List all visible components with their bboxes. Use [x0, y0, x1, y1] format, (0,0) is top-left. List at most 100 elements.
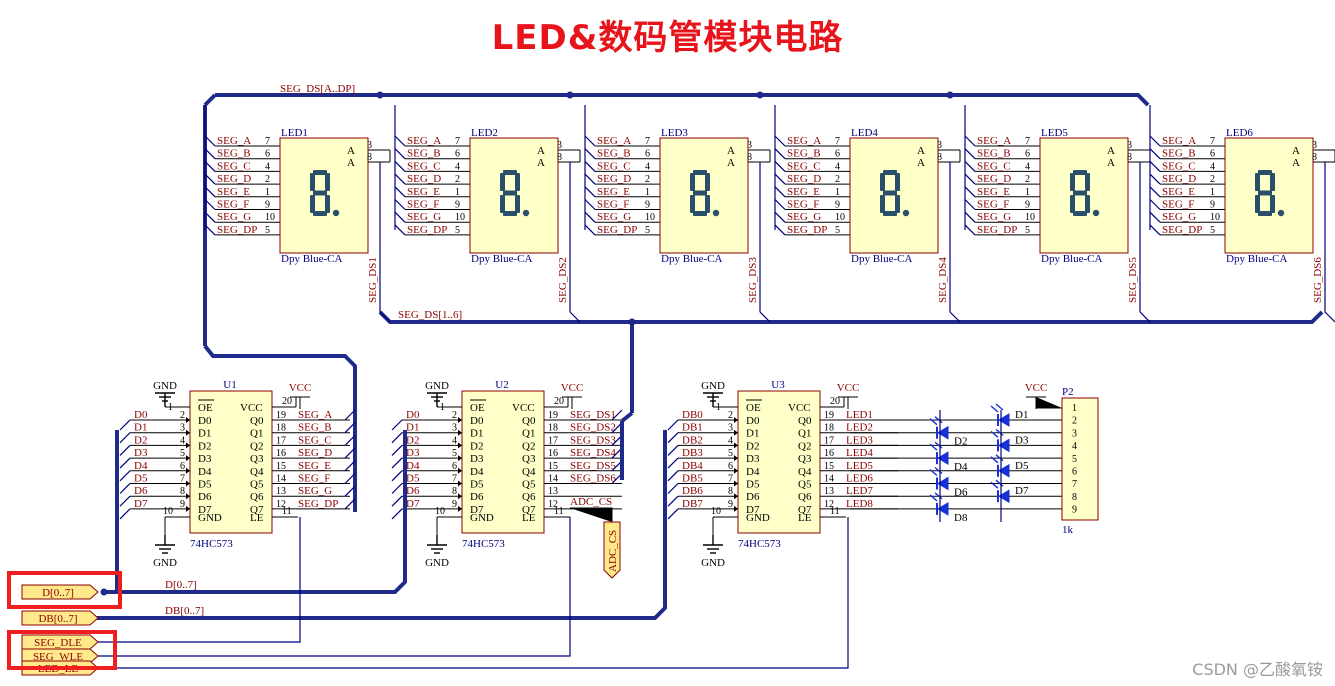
light-ray — [934, 416, 943, 424]
bus-entry — [667, 470, 679, 482]
bus-junction — [376, 91, 384, 99]
bus-entry — [391, 508, 403, 520]
port-label: D[0..7] — [42, 587, 74, 599]
bus-entry — [949, 311, 961, 323]
bus-entry — [119, 483, 131, 494]
diode-triangle — [998, 413, 1010, 427]
segment-bar — [1070, 195, 1075, 213]
segment-bar — [883, 170, 897, 175]
bus-entry — [964, 148, 976, 160]
bus-entry — [611, 409, 623, 421]
diode-label: D1 — [1015, 409, 1028, 421]
ds-net-label: SEG_DS2 — [557, 257, 569, 303]
bus-entry — [964, 199, 976, 210]
part-type-label: Dpy Blue-CA — [851, 253, 912, 265]
decimal-point — [712, 209, 720, 217]
net-label: SEG_E — [787, 186, 820, 198]
pin-number: 19 — [276, 410, 286, 421]
bus-entry — [344, 460, 356, 472]
pin-number: 9 — [1072, 505, 1077, 516]
pin-arrow — [734, 417, 738, 423]
segment-bar — [313, 211, 327, 216]
pin-number: 7 — [645, 136, 650, 147]
net-label: SEG_DS2 — [570, 422, 616, 434]
light-ray — [934, 441, 943, 449]
pin-number: 7 — [1025, 136, 1030, 147]
port-shape — [21, 584, 99, 600]
bus-label-d-0-7: D[0..7] — [165, 579, 197, 591]
chip-part-label: 74HC573 — [462, 538, 505, 550]
net-label: LED8 — [846, 498, 873, 510]
pin-number: 3 — [728, 423, 733, 434]
pin-name: GND — [470, 512, 494, 524]
designator-label: P2 — [1062, 386, 1074, 398]
segment-bar — [1270, 173, 1275, 191]
net-label: SEG_G — [298, 485, 332, 497]
bus-entry — [774, 135, 786, 147]
pin-name: VCC — [512, 402, 535, 414]
designator-label: LED1 — [281, 127, 308, 139]
pin-number: 4 — [455, 161, 460, 172]
pin-name: D5 — [470, 479, 484, 491]
pin-number: 1 — [455, 187, 460, 198]
pin-number: 14 — [276, 474, 286, 485]
pin-name: A — [917, 145, 925, 157]
light-ray — [990, 430, 999, 438]
net-label: SEG_C — [787, 160, 821, 172]
net-label: SEG_D — [298, 447, 332, 459]
net-label: DB6 — [682, 485, 703, 497]
diode-label: D8 — [954, 512, 968, 524]
seven-segment-display-2: SEG_A7aSEG_B6bSEG_C4cSEG_D2dSEG_E1eSEG_F… — [394, 105, 581, 323]
pin-name: Q1 — [522, 428, 535, 440]
net-label: D1 — [406, 422, 419, 434]
light-ray — [990, 481, 999, 489]
pin-number: 18 — [276, 423, 286, 434]
pin-number: 11 — [554, 506, 564, 517]
ground-label: GND — [701, 557, 725, 569]
pin-number: 2 — [452, 410, 457, 421]
pin-number: 5 — [180, 448, 185, 459]
pin-number: 4 — [835, 161, 840, 172]
bus-seg-ds-1-6 — [378, 310, 1324, 324]
bus-entry — [391, 495, 403, 507]
bus-entry — [1324, 311, 1335, 323]
pin-number: 2 — [728, 410, 733, 421]
bus-entry — [1149, 173, 1161, 185]
light-ray — [934, 466, 943, 475]
decimal-point — [1277, 209, 1285, 217]
bus-entry — [774, 173, 786, 185]
vcc-label: VCC — [561, 382, 584, 394]
bus-entry — [1149, 135, 1161, 147]
bus-entry — [964, 173, 976, 185]
bus-entry — [667, 483, 679, 494]
pin-name: Q2 — [250, 440, 263, 452]
pin-number: 1 — [265, 187, 270, 198]
bus-entry — [204, 186, 216, 198]
light-ray — [929, 443, 938, 451]
pin-name: A — [1107, 157, 1115, 169]
pin-name: D5 — [198, 479, 212, 491]
net-label: DB5 — [682, 473, 703, 485]
net-label: D5 — [406, 473, 420, 485]
segment-bar — [883, 190, 897, 196]
pin-name: VCC — [788, 402, 811, 414]
bus-label-seg-ds-1-6: SEG_DS[1..6] — [398, 309, 462, 321]
pin-name: Q6 — [798, 491, 812, 503]
vcc-symbol: VCC — [837, 382, 859, 409]
pin-number: 16 — [276, 448, 286, 459]
pin-number: 3 — [937, 140, 942, 151]
net-label: SEG_D — [597, 173, 631, 185]
segment-bar — [895, 195, 900, 213]
bus-entry — [584, 199, 596, 210]
diode-triangle — [937, 425, 949, 440]
pin-number: 8 — [1072, 492, 1077, 503]
port-shape — [603, 521, 621, 579]
net-label: SEG_F — [217, 199, 249, 211]
chip-body — [189, 390, 273, 534]
segment-bar — [325, 195, 330, 213]
segment-bar — [503, 211, 517, 216]
pin-number: 8 — [452, 486, 457, 497]
pin-arrow — [186, 480, 190, 487]
bus-seg-ds-a-dp — [215, 93, 1150, 107]
pin-number: 8 — [1127, 152, 1132, 163]
